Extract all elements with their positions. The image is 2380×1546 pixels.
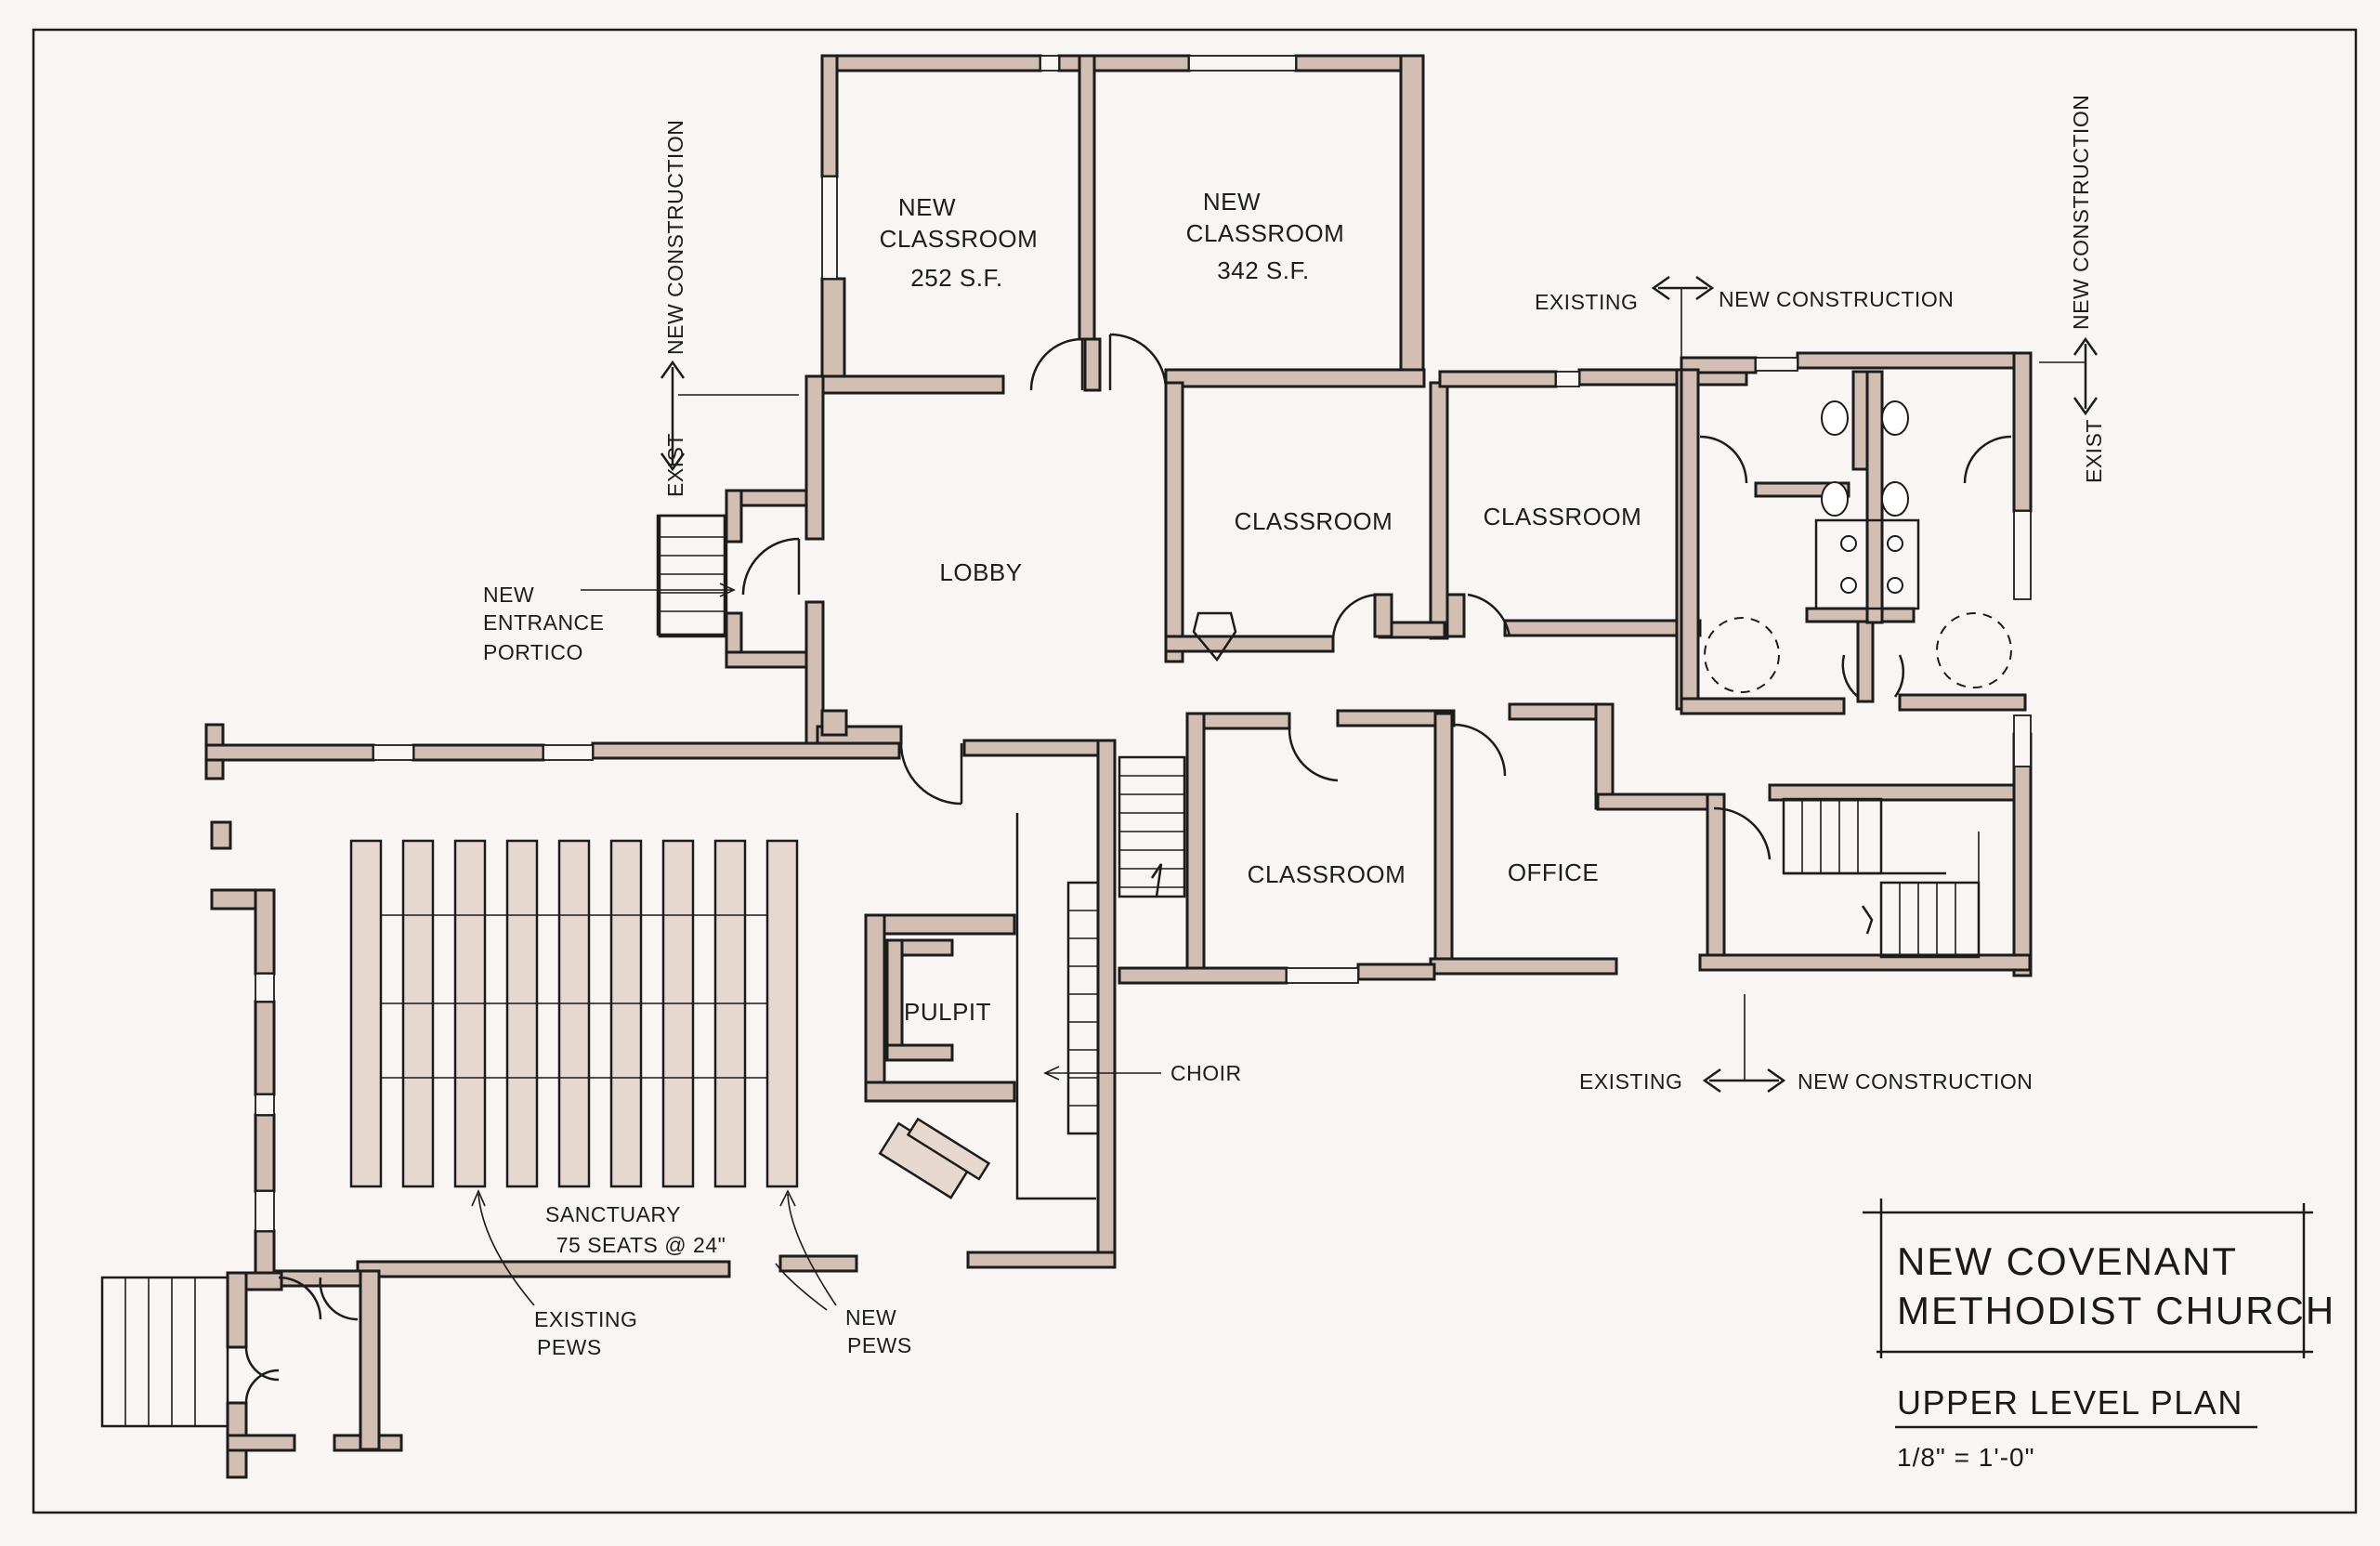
new-classroom-1-label-line1: NEW (898, 193, 956, 221)
classroom-a-label: CLASSROOM (1235, 507, 1393, 535)
new-classroom-1-label-line2: CLASSROOM (880, 225, 1039, 253)
choir-callout: CHOIR (1170, 1061, 1242, 1085)
new-pews-callout-line2: PEWS (847, 1333, 912, 1357)
new-classroom-2-label-line1: NEW (1203, 188, 1261, 216)
new-classroom-2-area: 342 S.F. (1217, 256, 1309, 284)
bottom-right-boundary-new: NEW CONSTRUCTION (1798, 1069, 2033, 1094)
room-labels: NEW CLASSROOM 252 S.F. NEW CLASSROOM 342… (545, 188, 1641, 1257)
existing-pews-callout-line1: EXISTING (534, 1307, 637, 1331)
classroom-c-label: CLASSROOM (1248, 860, 1406, 888)
existing-pews-callout-line2: PEWS (537, 1335, 602, 1359)
boundary-labels: EXIST NEW CONSTRUCTION EXISTING NEW CONS… (663, 95, 2106, 1094)
new-classroom-2-label-line2: CLASSROOM (1186, 219, 1345, 247)
portico-callout-line2: ENTRANCE (483, 610, 605, 635)
plan-subtitle: UPPER LEVEL PLAN (1897, 1383, 2243, 1422)
title-line2: METHODIST CHURCH (1897, 1289, 2335, 1332)
office-label: OFFICE (1508, 858, 1599, 886)
restroom-fixtures (1704, 400, 2012, 693)
sanctuary-label-line1: SANCTUARY (545, 1202, 681, 1226)
far-right-boundary-existing: EXIST (2082, 419, 2106, 483)
callout-labels: NEW ENTRANCE PORTICO CHOIR EXISTING PEWS… (483, 583, 1242, 1359)
new-classroom-1-area: 252 S.F. (910, 264, 1002, 292)
stairs (100, 514, 1981, 1428)
windows (255, 55, 2032, 1232)
walls (204, 54, 2033, 1479)
portico-callout-line3: PORTICO (483, 640, 583, 664)
top-right-boundary-existing: EXISTING (1535, 290, 1638, 314)
top-right-boundary-new: NEW CONSTRUCTION (1719, 287, 1954, 311)
new-pews-callout-line1: NEW (845, 1305, 896, 1330)
doors (244, 333, 2012, 1404)
far-right-boundary-new: NEW CONSTRUCTION (2069, 95, 2093, 330)
plan-scale: 1/8" = 1'-0" (1897, 1443, 2035, 1472)
title-block: NEW COVENANT METHODIST CHURCH UPPER LEVE… (1863, 1199, 2335, 1472)
pews (349, 839, 991, 1199)
classroom-b-label: CLASSROOM (1484, 503, 1642, 531)
sanctuary-label-line2: 75 SEATS @ 24" (556, 1233, 726, 1257)
bottom-right-boundary-existing: EXISTING (1579, 1069, 1682, 1094)
title-line1: NEW COVENANT (1897, 1239, 2238, 1283)
pulpit-label: PULPIT (904, 998, 991, 1026)
left-boundary-new: NEW CONSTRUCTION (663, 120, 687, 355)
portico-callout-line1: NEW (483, 583, 534, 607)
boundary-arrows (471, 275, 2099, 1311)
lobby-label: LOBBY (939, 558, 1022, 586)
left-boundary-existing: EXIST (663, 433, 687, 497)
sheet-border (32, 28, 2358, 1514)
